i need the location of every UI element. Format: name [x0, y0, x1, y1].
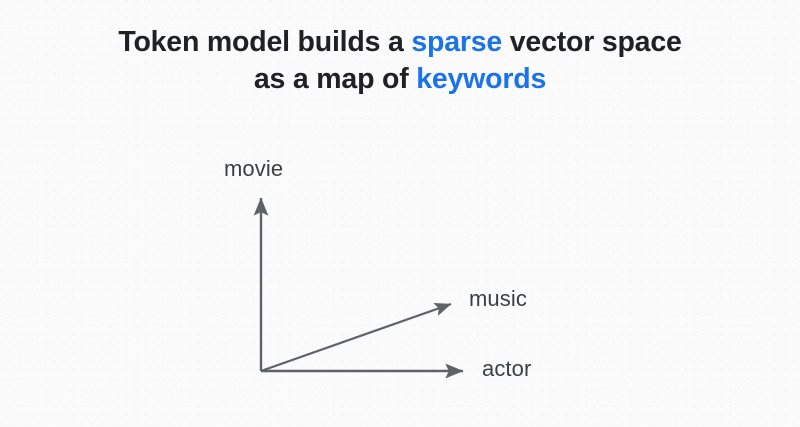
title-line-1-post: vector space [502, 26, 682, 58]
title-highlight-sparse: sparse [411, 26, 503, 58]
music-axis-line [260, 302, 452, 373]
title-line-1: Token model builds a sparse vector space [0, 24, 800, 61]
axis-label-music: music [469, 286, 527, 311]
title-line-2: as a map of keywords [0, 61, 800, 98]
title-line-1-pre: Token model builds a [118, 26, 412, 58]
title-highlight-keywords: keywords [416, 63, 547, 95]
axis-label-actor: actor [482, 356, 532, 381]
axis-label-movie: movie [224, 156, 284, 181]
title-line-2-pre: as a map of [253, 63, 417, 95]
page-title: Token model builds a sparse vector space… [0, 24, 800, 98]
